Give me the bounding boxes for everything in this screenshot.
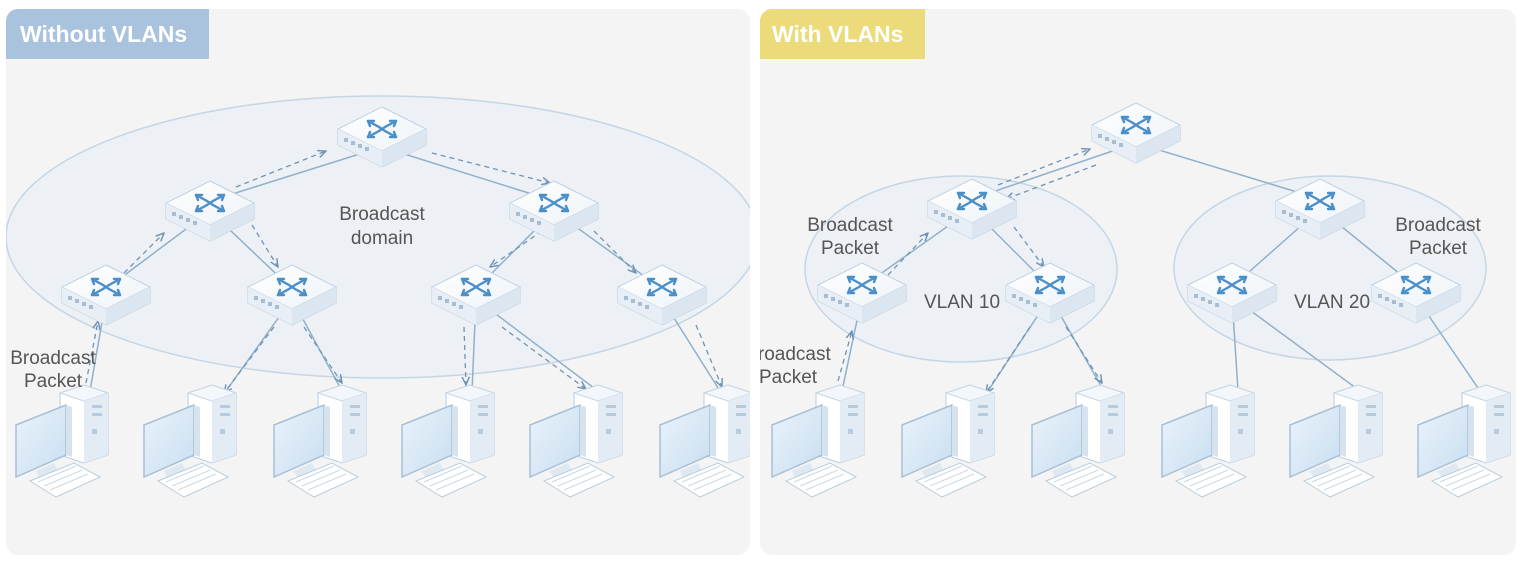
broadcast-packet-label: Broadcast: [1395, 215, 1481, 236]
broadcast-arrow: [997, 149, 1090, 186]
without-vlans-diagram: Broadcast domain Broadcast Packet: [6, 95, 750, 498]
broadcast-arrow: [490, 230, 543, 267]
without-vlans-panel: Broadcast domain Broadcast Packet Withou…: [6, 9, 750, 555]
broadcast-packet-label: Packet: [821, 238, 880, 259]
broadcast-packet-label: Packet: [760, 367, 818, 388]
with-vlans-panel: Broadcast Packet VLAN 10 VLAN 20 Broadca…: [760, 9, 1516, 555]
broadcast-arrow: [431, 152, 550, 183]
computer: [901, 384, 995, 498]
computer: [659, 384, 750, 498]
broadcast-domain-label: Broadcast: [339, 204, 425, 225]
computer: [1417, 384, 1511, 498]
broadcast-arrow: [303, 326, 342, 383]
computer: [401, 384, 495, 498]
broadcast-arrow: [464, 326, 466, 385]
broadcast-arrow: [1065, 326, 1102, 383]
broadcast-arrow: [1006, 164, 1097, 199]
computer: [273, 384, 367, 498]
broadcast-arrow: [986, 326, 1031, 393]
broadcast-arrow: [887, 233, 928, 276]
vlan20-label: VLAN 20: [1294, 292, 1370, 313]
computer: [1289, 384, 1383, 498]
broadcast-arrows: [85, 151, 722, 393]
computer: [1161, 384, 1255, 498]
broadcast-packet-label: Broadcast: [807, 215, 893, 236]
broadcast-arrow: [695, 324, 722, 387]
computer: [771, 384, 865, 498]
broadcast-domain-ellipse: [6, 95, 750, 379]
broadcast-domain-label: domain: [351, 228, 413, 249]
computer: [15, 384, 109, 498]
broadcast-packet-label: Packet: [1409, 238, 1468, 259]
computer: [1031, 384, 1125, 498]
without-vlans-title: Without VLANs: [6, 9, 210, 59]
vlan10-label: VLAN 10: [924, 292, 1000, 313]
broadcast-arrows: [837, 149, 1102, 393]
broadcast-arrow: [224, 326, 275, 393]
broadcast-packet-label: Packet: [24, 371, 83, 392]
computer: [529, 384, 623, 498]
broadcast-packet-label: Broadcast: [760, 344, 831, 365]
broadcast-arrow: [235, 151, 326, 188]
with-vlans-title: With VLANs: [760, 9, 926, 59]
broadcast-arrow: [593, 230, 636, 273]
computer: [143, 384, 237, 498]
broadcast-arrow: [85, 321, 98, 384]
broadcast-arrow: [123, 233, 164, 274]
broadcast-packet-label: Broadcast: [10, 348, 96, 369]
with-vlans-diagram: Broadcast Packet VLAN 10 VLAN 20 Broadca…: [760, 101, 1511, 498]
